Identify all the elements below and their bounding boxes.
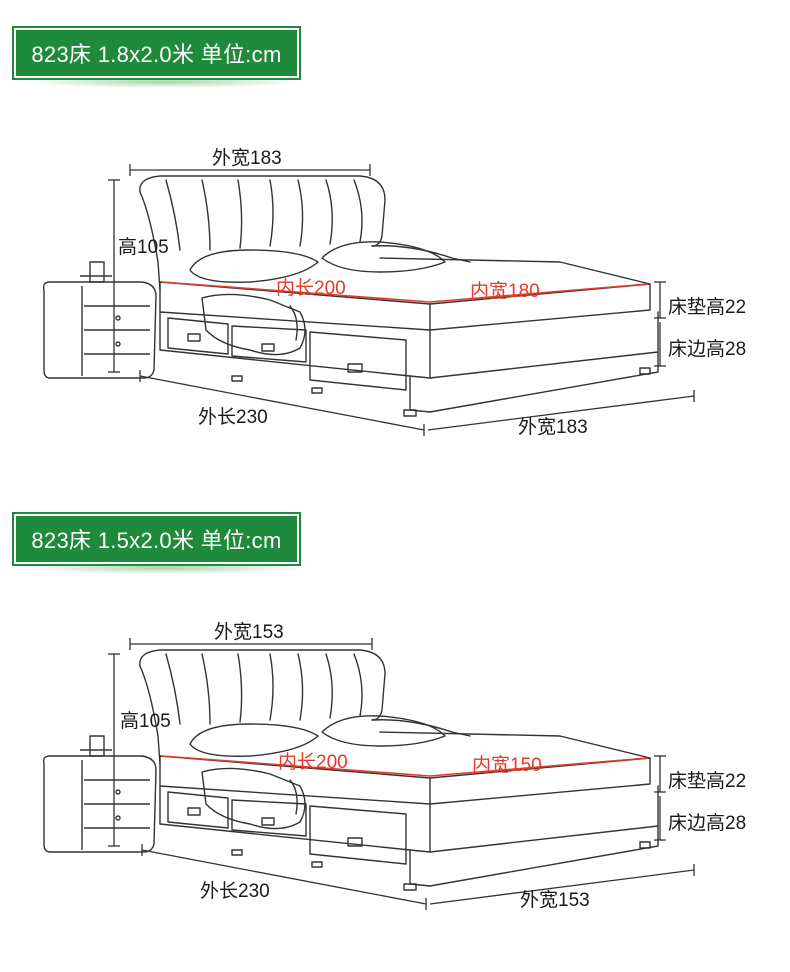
bed-dimension-drawing bbox=[42, 638, 695, 910]
size-badge: 823床 1.8x2.0米 单位:cm bbox=[14, 28, 305, 88]
outer-length-label: 外长230 bbox=[200, 881, 270, 902]
outer-width-bottom-label: 外宽153 bbox=[520, 890, 590, 911]
inner-width-label: 内宽180 bbox=[470, 281, 540, 302]
mattress-height-label: 床垫高22 bbox=[668, 771, 747, 792]
inner-dimension-lines bbox=[161, 281, 649, 303]
frame-height-label: 床边高28 bbox=[668, 339, 747, 360]
spec-panel-1: 823床 1.8x2.0米 单位:cm bbox=[14, 28, 747, 438]
bed-sketch-icon bbox=[139, 175, 659, 417]
nightstand-sketch-icon bbox=[42, 735, 157, 853]
mattress-height-label: 床垫高22 bbox=[668, 297, 747, 318]
size-badge-text: 823床 1.8x2.0米 单位:cm bbox=[31, 42, 282, 67]
spec-panel-2: 823床 1.5x2.0米 单位:cm bbox=[0, 486, 790, 972]
inner-width-label: 内宽150 bbox=[472, 755, 542, 776]
inner-length-label: 内长200 bbox=[276, 278, 346, 299]
size-badge: 823床 1.5x2.0米 单位:cm bbox=[14, 514, 305, 574]
outer-width-top-label: 外宽183 bbox=[212, 148, 282, 169]
height-label: 高105 bbox=[118, 237, 169, 258]
dimension-lines bbox=[108, 638, 695, 910]
dimension-lines bbox=[108, 164, 695, 436]
inner-dimension-lines bbox=[161, 755, 649, 777]
size-badge-text: 823床 1.5x2.0米 单位:cm bbox=[31, 528, 282, 553]
outer-length-label: 外长230 bbox=[198, 407, 268, 428]
outer-width-bottom-label: 外宽183 bbox=[518, 417, 588, 438]
inner-length-label: 内长200 bbox=[278, 752, 348, 773]
height-label: 高105 bbox=[120, 711, 171, 732]
bed-dimension-drawing bbox=[42, 164, 695, 436]
frame-height-label: 床边高28 bbox=[668, 813, 747, 834]
outer-width-top-label: 外宽153 bbox=[214, 622, 284, 643]
bed-sketch-icon bbox=[139, 649, 659, 891]
nightstand-sketch-icon bbox=[42, 261, 157, 379]
